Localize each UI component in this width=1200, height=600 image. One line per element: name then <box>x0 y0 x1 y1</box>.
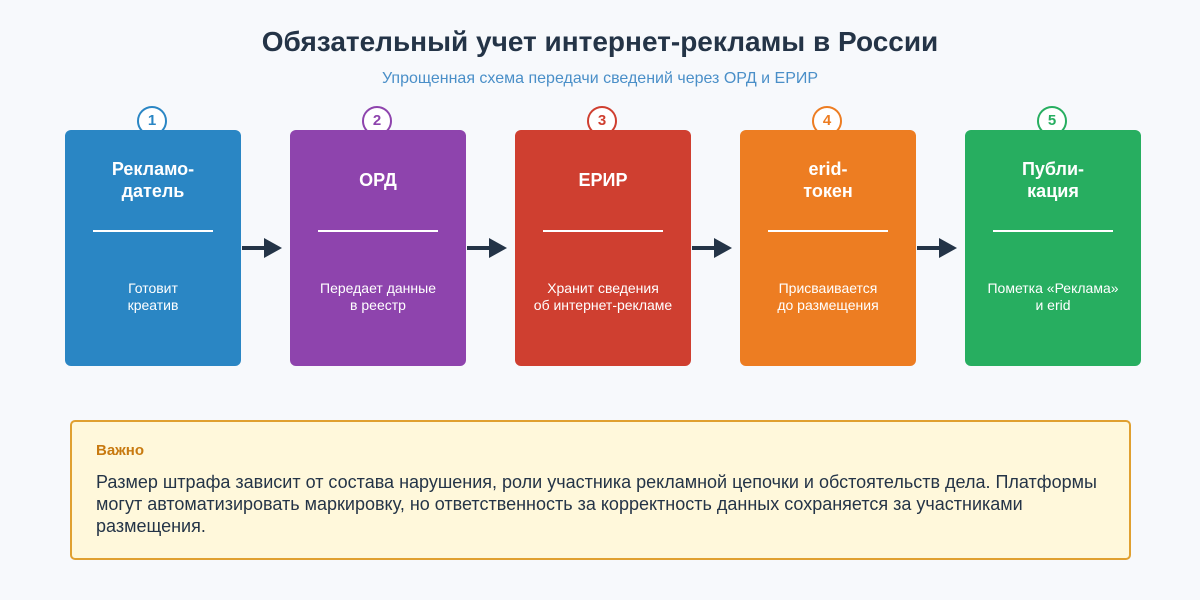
step-4-card: erid- токен Присваивается до размещения <box>740 130 916 366</box>
step-1-card: Рекламо- датель Готовит креатив <box>65 130 241 366</box>
step-3-title: ЕРИР <box>578 170 628 190</box>
step-3-divider <box>543 230 663 232</box>
step-3-description: Хранит сведения об интернет-рекламе <box>533 280 673 313</box>
step-2-title: ОРД <box>359 170 397 190</box>
step-3-card: ЕРИР Хранит сведения об интернет-рекламе <box>515 130 691 366</box>
step-4-title: erid- токен <box>803 159 853 201</box>
page-title: Обязательный учет интернет-рекламы в Рос… <box>261 26 939 57</box>
step-2-card: ОРД Передает данные в реестр <box>290 130 466 366</box>
step-2-description: Передает данные в реестр <box>320 280 436 313</box>
notice-text: Размер штрафа зависит от состава нарушен… <box>96 472 1097 536</box>
step-1-description: Готовит креатив <box>127 280 179 313</box>
page-subtitle: Упрощенная схема передачи сведений через… <box>381 70 819 87</box>
important-notice: Важно Размер штрафа зависит от состава н… <box>70 420 1131 560</box>
step-5-card: Публи- кация Пометка «Реклама» и erid <box>965 130 1141 366</box>
step-1-divider <box>93 230 213 232</box>
step-4-divider <box>768 230 888 232</box>
notice-title: Важно <box>96 442 145 459</box>
arrow-right-icon <box>242 238 282 258</box>
step-1-title: Рекламо- датель <box>111 159 195 201</box>
arrow-right-icon <box>917 238 957 258</box>
arrow-right-icon <box>692 238 732 258</box>
step-2-divider <box>318 230 438 232</box>
step-4-description: Присваивается до размещения <box>777 280 879 313</box>
step-5-description: Пометка «Реклама» и erid <box>987 280 1119 313</box>
step-5-title: Публи- кация <box>1021 159 1085 201</box>
step-5-divider <box>993 230 1113 232</box>
arrow-right-icon <box>467 238 507 258</box>
